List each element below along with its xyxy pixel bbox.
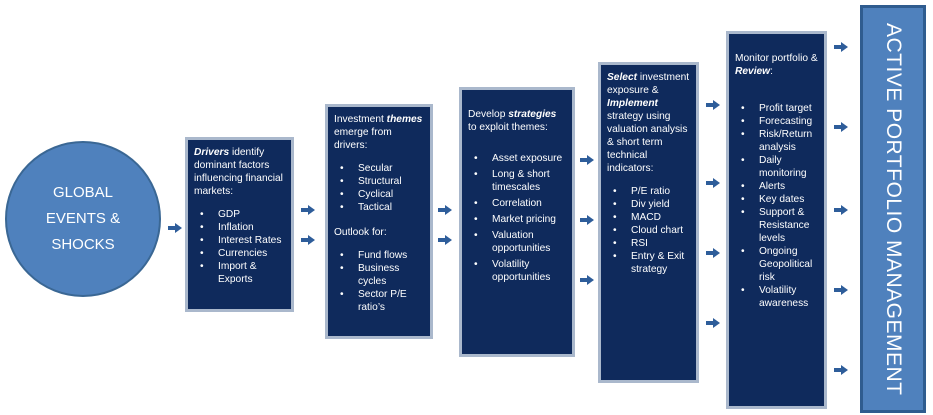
list-item: Forecasting [741,115,818,128]
list-item: Correlation [474,197,566,210]
arrow-right-icon [834,42,848,52]
list-item: Volatility awareness [741,284,818,310]
list-item: Inflation [200,221,285,234]
monitor-intro: Monitor portfolio & Review: [735,53,818,77]
list-item: Structural [340,175,424,188]
strategies-box: Develop strategies to exploit themes: As… [459,87,575,357]
outlook-list: Fund flows Business cycles Sector P/E ra… [334,249,424,314]
list-item: Cyclical [340,188,424,201]
select-implement-box: Select investment exposure & Implement s… [598,62,699,383]
strategies-intro: Develop strategies to exploit themes: [468,109,557,133]
arrow-right-icon [301,205,315,215]
list-item: Valuation opportunities [474,229,566,255]
circle-line-1: GLOBAL [52,184,114,201]
list-item: Business cycles [340,262,424,288]
list-item: Ongoing Geopolitical risk [741,245,818,284]
list-item: Currencies [200,247,285,260]
list-item: Interest Rates [200,234,285,247]
monitor-review-box: Monitor portfolio & Review: Profit targe… [726,31,827,409]
list-item: Market pricing [474,213,566,226]
arrow-right-icon [834,205,848,215]
themes-list: Secular Structural Cyclical Tactical [334,162,424,214]
arrow-right-icon [834,365,848,375]
global-events-circle: GLOBAL EVENTS & SHOCKS [5,141,161,297]
drivers-list: GDP Inflation Interest Rates Currencies … [194,208,285,286]
arrow-right-icon [706,248,720,258]
arrow-right-icon [580,275,594,285]
final-label: ACTIVE PORTFOLIO MANAGEMENT [882,22,905,396]
list-item: Profit target [741,102,818,115]
arrow-right-icon [834,285,848,295]
list-item: Risk/Return analysis [741,128,818,154]
list-item: Support & Resistance levels [741,206,818,245]
indicators-list: P/E ratio Div yield MACD Cloud chart RSI… [607,185,690,276]
list-item: Tactical [340,201,424,214]
list-item: Long & short timescales [474,168,566,194]
list-item: Secular [340,162,424,175]
arrow-right-icon [580,155,594,165]
list-item: Sector P/E ratio’s [340,288,424,314]
drivers-box: Drivers identify dominant factors influe… [185,137,294,312]
list-item: GDP [200,208,285,221]
select-intro: Select investment exposure & Implement s… [607,72,690,174]
outlook-title: Outlook for: [334,227,387,238]
list-item: Volatility opportunities [474,258,566,284]
list-item: Fund flows [340,249,424,262]
themes-intro: Investment themes emerge from drivers: [334,114,423,151]
list-item: RSI [613,237,690,250]
strategies-list: Asset exposure Long & short timescales C… [468,152,566,284]
arrow-right-icon [438,205,452,215]
arrow-right-icon [168,223,182,233]
list-item: Alerts [741,180,818,193]
arrow-right-icon [580,215,594,225]
arrow-right-icon [706,318,720,328]
list-item: Daily monitoring [741,154,818,180]
themes-box: Investment themes emerge from drivers: S… [325,104,433,339]
arrow-right-icon [438,235,452,245]
list-item: Asset exposure [474,152,566,165]
list-item: Div yield [613,198,690,211]
list-item: Entry & Exit strategy [613,250,690,276]
list-item: Cloud chart [613,224,690,237]
list-item: Import & Exports [200,260,285,286]
drivers-intro: Drivers identify dominant factors influe… [194,147,283,197]
list-item: Key dates [741,193,818,206]
monitor-list: Profit target Forecasting Risk/Return an… [735,102,818,310]
active-portfolio-management-box: ACTIVE PORTFOLIO MANAGEMENT [860,5,926,413]
circle-line-2: EVENTS & [45,210,121,227]
circle-line-3: SHOCKS [51,236,115,253]
arrow-right-icon [301,235,315,245]
arrow-right-icon [706,178,720,188]
list-item: P/E ratio [613,185,690,198]
arrow-right-icon [706,100,720,110]
circle-label: GLOBAL EVENTS & SHOCKS [46,180,120,258]
list-item: MACD [613,211,690,224]
arrow-right-icon [834,122,848,132]
